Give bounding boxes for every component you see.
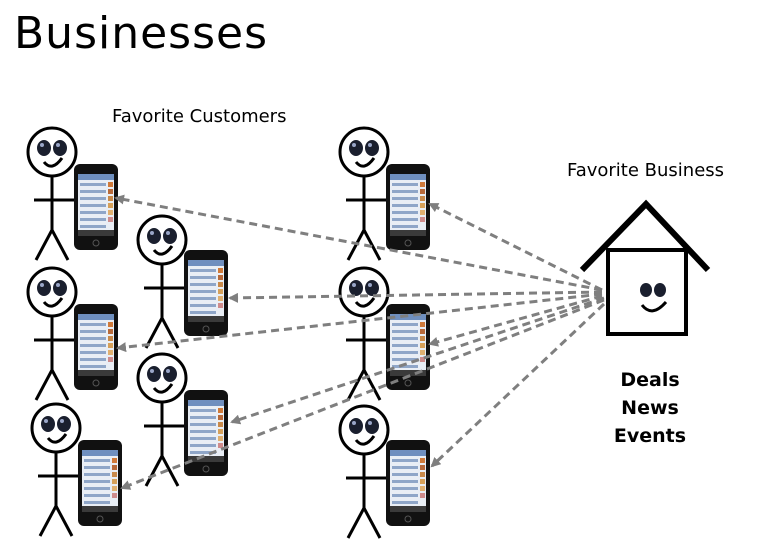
arrow-to-customer-2: [228, 290, 603, 303]
benefit-news: News: [621, 397, 679, 419]
arrow-to-customer-8: [430, 302, 606, 468]
customer-figure-4: [136, 352, 229, 488]
favorite-customers-label: Favorite Customers: [112, 106, 287, 127]
arrow-to-customer-6: [428, 202, 603, 292]
business-face-eye-left: [640, 283, 652, 297]
favorite-business-label: Favorite Business: [567, 160, 725, 181]
benefit-deals: Deals: [620, 369, 680, 391]
customer-figure-5: [30, 402, 123, 538]
business-house: [579, 199, 711, 336]
customer-figure-6: [338, 126, 431, 262]
benefit-events: Events: [613, 425, 687, 447]
customer-figure-2: [136, 214, 229, 350]
arrow-to-customer-1: [114, 194, 603, 292]
customer-figure-3: [26, 266, 119, 402]
arrow-to-customer-4: [230, 296, 605, 425]
page-title: Businesses: [14, 8, 269, 59]
connection-arrows: [114, 194, 606, 490]
arrow-to-customer-5: [120, 298, 605, 490]
customer-figure-8: [338, 404, 431, 540]
customer-figure-1: [26, 126, 119, 262]
arrow-to-customer-3: [116, 292, 603, 353]
arrow-to-customer-7: [428, 294, 603, 347]
business-benefits-list: Deals News Events: [600, 366, 700, 450]
business-face-eye-right: [654, 283, 666, 297]
